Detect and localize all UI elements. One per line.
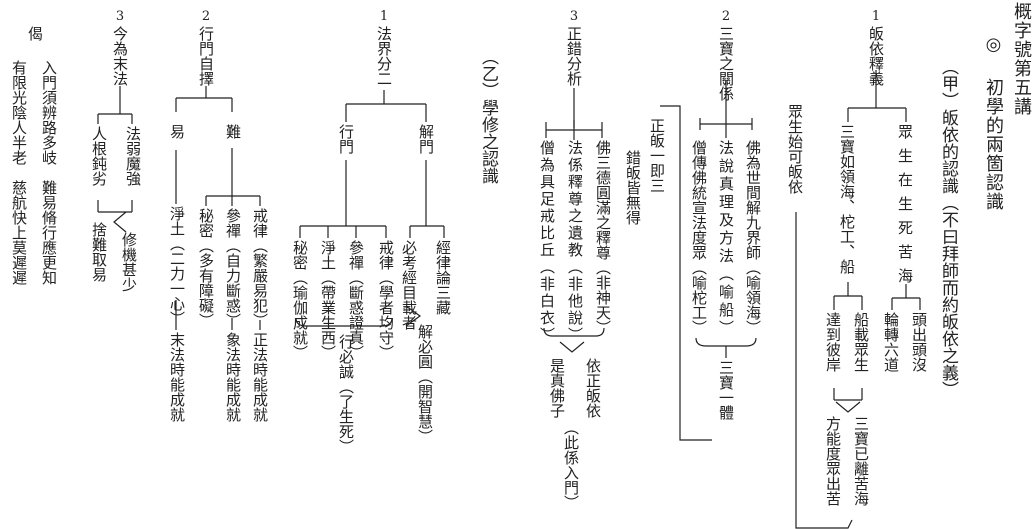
section-b-part2-number: 2 — [201, 9, 211, 24]
wrong-refuge-text: 錯皈皆無得 — [624, 150, 642, 225]
tripitaka-text: 經律論三藏 — [434, 240, 452, 315]
buddha-item-text: 佛為世間解九界師（喻領海） — [744, 140, 762, 335]
can-save-beings-text: 方能度眾出苦 — [824, 416, 842, 506]
verse-line-2: 有限光陰人半老 慈航快上莫遲遲 — [10, 60, 28, 285]
dull-faculties-text: 人根鈍劣 — [90, 126, 108, 186]
bracket-line — [660, 105, 712, 441]
entry-note-text: （此係入門） — [562, 420, 580, 510]
true-disciple-text: 是真佛子 — [548, 358, 566, 418]
section-b-heading: （乙）學修之認識 — [478, 48, 498, 184]
section-b-part1-title: 法界分二 — [375, 26, 393, 86]
few-capacities-text: 修機甚少 — [120, 232, 138, 292]
semblance-age-text: 象法時能成就 — [224, 332, 242, 422]
precepts-text: 戒律（學者均守） — [377, 240, 395, 360]
reach-shore-text: 達到彼岸 — [824, 312, 842, 372]
easy-label: 易 — [168, 124, 186, 139]
easy-pure-land-text: 淨土（二力一心） — [168, 206, 186, 326]
section-a-part1-number: 1 — [871, 9, 881, 24]
section-b-part2-title: 行門自擇 — [197, 26, 215, 86]
understanding-gate-text: 解門 — [417, 124, 435, 154]
correct-refuge-text: 正皈一即三 — [648, 118, 666, 193]
verse-label: 偈 — [26, 26, 44, 41]
proper-refuge-text: 依正皈依 — [584, 358, 602, 418]
true-dharma-text: 法係釋尊之遺教（非他說） — [566, 140, 584, 344]
understanding-result-text: 解必圓（開智慧） — [416, 324, 434, 444]
jewels-left-sea-text: 三寶已離苦海 — [852, 416, 870, 506]
section-a-part2-number: 2 — [721, 9, 731, 24]
section-a-heading: （甲）皈依的認識（不曰拜師而約皈依之義） — [938, 58, 958, 398]
three-jewels-one-text: 三寶一體 — [717, 360, 735, 420]
rise-and-sink-text: 頭出頭沒 — [910, 312, 928, 372]
section-b-part3-number: 3 — [115, 9, 125, 24]
bracket-line — [295, 317, 393, 327]
chan-text: 參禪（斷惑證真） — [347, 240, 365, 360]
pure-land-text: 淨土（帶業生西） — [319, 240, 337, 360]
section-b-part1-number: 1 — [379, 9, 389, 24]
six-paths-text: 輪轉六道 — [882, 312, 900, 372]
sangha-item-text: 僧傳佛統宣法度眾（喻柁工） — [690, 140, 708, 335]
dharma-item-text: 法說真理及方法（喻船） — [717, 140, 735, 338]
boat-carries-text: 船載眾生 — [852, 312, 870, 372]
true-dharma-age-text: 正法時能成就 — [251, 332, 269, 422]
practice-result-text: 行必誠（了生死） — [337, 334, 355, 454]
section-a-part3-title: 正錯分析 — [565, 26, 583, 86]
bracket-line — [559, 341, 585, 353]
section-b-part3-title: 今為末法 — [111, 26, 129, 86]
true-sangha-text: 僧為具足戒比丘（非白衣） — [538, 140, 556, 344]
beings-may-take-refuge-text: 眾生始可皈依 — [786, 104, 804, 194]
bracket-line — [835, 401, 861, 413]
section-a-part3-number: 3 — [569, 9, 579, 24]
bracket-line — [113, 211, 127, 233]
suffering-sea-text: 眾生在生死苦海 — [896, 124, 914, 292]
bracket-line — [795, 212, 853, 529]
final-age-text: 末法時能成就 — [168, 332, 186, 422]
bracket-line — [543, 327, 605, 337]
hard-precepts-text: 戒律（繁嚴易犯） — [251, 208, 269, 328]
lecture-title: 概字號第五講 — [1011, 2, 1032, 116]
verse-line-1: 入門須辨路多岐 難易脩行應更知 — [40, 60, 58, 285]
bracket-line — [695, 337, 757, 347]
hard-esoteric-text: 秘密（多有障礙） — [197, 208, 215, 328]
weak-dharma-text: 法弱魔強 — [124, 126, 142, 186]
choose-easy-text: 捨難取易 — [90, 222, 108, 282]
esoteric-text: 秘密（瑜伽成就） — [291, 240, 309, 360]
true-buddha-text: 佛三德圓滿之釋尊（非神天） — [594, 140, 612, 335]
difficult-label: 難 — [224, 124, 242, 139]
section-a-part1-title: 皈依釋義 — [867, 26, 885, 86]
practice-gate-text: 行門 — [337, 124, 355, 154]
bracket-line — [405, 305, 422, 327]
three-jewels-analogy-text: 三寶如領海、柁工、船 — [838, 124, 856, 274]
catalog-text: 必考經目載者 — [400, 240, 418, 330]
section-a-part2-title: 三寶之關係 — [717, 26, 735, 101]
lecture-subtitle: ◎ 初學的兩箇認識 — [983, 34, 1004, 211]
hard-chan-text: 參禪（自力斷惑） — [224, 208, 242, 328]
